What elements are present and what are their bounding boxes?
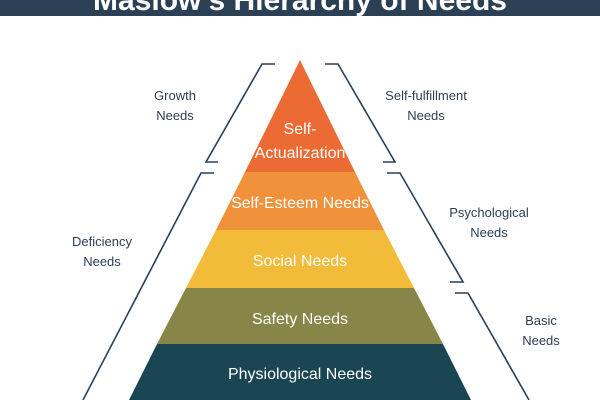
header-bar: Maslow's Hierarchy of Needs xyxy=(0,0,600,16)
label-deficiency-needs: Deficiency Needs xyxy=(72,234,132,269)
tier-label-safety: Safety Needs xyxy=(251,311,349,328)
bracket-psychological xyxy=(387,172,465,283)
tier-safety xyxy=(157,288,443,344)
tier-self-esteem xyxy=(216,172,384,230)
tier-label-self-esteem: Self-Esteem Needs xyxy=(231,195,369,212)
tier-self-actualization xyxy=(245,60,355,172)
bracket-growth xyxy=(204,63,275,163)
diagram-title: Maslow's Hierarchy of Needs xyxy=(0,0,600,16)
label-growth-needs: Growth Needs xyxy=(154,88,196,123)
label-psychological-needs: Psychological Needs xyxy=(449,205,529,240)
bracket-self-fulfillment xyxy=(325,63,397,163)
tier-label-self-actualization: Self- Actualization xyxy=(254,121,346,162)
tier-label-social: Social Needs xyxy=(252,253,348,270)
label-self-fulfillment-needs: Self-fulfillment Needs xyxy=(385,88,467,123)
label-basic-needs: Basic Needs xyxy=(522,313,560,348)
bracket-basic xyxy=(455,292,530,400)
tier-social xyxy=(186,230,414,288)
tier-label-physiological: Physiological Needs xyxy=(227,366,373,383)
tier-physiological xyxy=(129,344,471,400)
bracket-deficiency xyxy=(82,172,214,400)
